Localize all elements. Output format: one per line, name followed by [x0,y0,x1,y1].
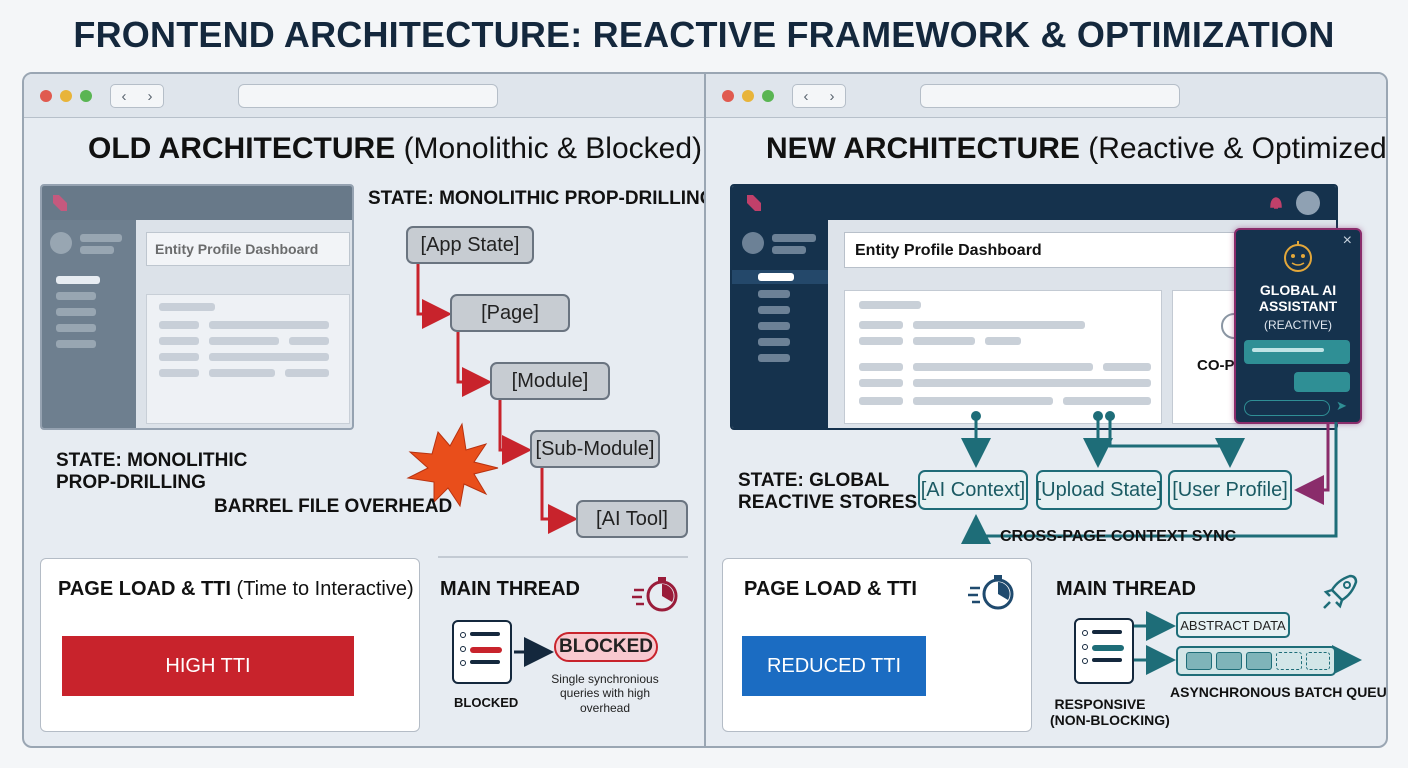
maximize-dot-icon[interactable] [762,90,774,102]
user-profile-store: [User Profile] [1168,470,1292,510]
sub-module-box: [Sub-Module] [530,430,660,468]
mock-topbar [42,186,352,220]
app-state-box: [App State] [406,226,534,264]
batch-queue-label: ASYNCHRONOUS BATCH QUEUE [1170,684,1388,700]
back-arrow-icon[interactable]: ‹ [803,87,809,105]
close-dot-icon[interactable] [722,90,734,102]
blocked-label: BLOCKED [454,695,519,710]
url-bar[interactable] [920,84,1180,108]
mock-topbar [732,186,1336,220]
old-pageload-title-bold: PAGE LOAD & TTI [58,578,231,600]
stopwatch-icon [968,575,1014,610]
old-pageload-title: PAGE LOAD & TTI (Time to Interactive) [58,578,414,601]
ai-tool-box: [AI Tool] [576,500,688,538]
chat-input[interactable] [1244,400,1330,416]
thread-list-icon [1074,618,1134,684]
batch-queue [1176,646,1336,676]
new-heading-rest: (Reactive & Optimized) [1088,132,1388,165]
upload-state-store: [Upload State] [1036,470,1162,510]
nav-buttons: ‹ › [792,84,846,108]
new-architecture-window: ‹ › NEW ARCHITECTURE (Reactive & Optimiz… [704,72,1388,748]
old-state-title: STATE: MONOLITHIC PROP-DRILLING [368,188,706,209]
ai-context-store: [AI Context] [918,470,1028,510]
high-tti-bar: HIGH TTI [62,636,354,696]
old-heading-rest: (Monolithic & Blocked) [403,132,703,165]
new-state-label: STATE: GLOBAL REACTIVE STORES [738,470,918,513]
mock-content-card [844,290,1162,424]
chat-bubble-user [1294,372,1350,392]
old-main-thread-title: MAIN THREAD [440,578,580,600]
main-title: FRONTEND ARCHITECTURE: REACTIVE FRAMEWOR… [73,14,1335,55]
old-heading: OLD ARCHITECTURE (Monolithic & Blocked) [88,132,702,166]
forward-arrow-icon[interactable]: › [147,87,153,105]
old-state-label: STATE: MONOLITHIC PROP-DRILLING [56,450,248,493]
chat-bubble-bot [1244,340,1350,364]
assistant-subtitle: (REACTIVE) [1263,318,1332,332]
logo-icon [53,195,67,211]
minimize-dot-icon[interactable] [742,90,754,102]
nav-buttons: ‹ › [110,84,164,108]
new-heading-bold: NEW ARCHITECTURE [766,132,1080,165]
assistant-title: GLOBAL AI ASSISTANT [1258,282,1338,315]
logo-icon [747,195,761,211]
close-icon[interactable]: × [1342,232,1352,249]
blocked-description: Single synchronious queries with high ov… [551,672,659,715]
maximize-dot-icon[interactable] [80,90,92,102]
new-main-thread-title: MAIN THREAD [1056,578,1196,600]
global-ai-assistant-panel[interactable]: × GLOBAL AI ASSISTANT (REACTIVE) ➤ [1234,228,1362,424]
old-dashboard-mock: Entity Profile Dashboard [40,184,354,430]
browser-chrome: ‹ › [706,74,1386,118]
minimize-dot-icon[interactable] [60,90,72,102]
page-box: [Page] [450,294,570,332]
mock-sidebar [42,220,136,428]
forward-arrow-icon[interactable]: › [829,87,835,105]
barrel-file-label: BARREL FILE OVERHEAD [214,496,453,517]
copilot-label: CO-PI [1197,357,1239,374]
avatar[interactable] [1296,191,1320,215]
thread-list-icon [452,620,512,684]
responsive-label: RESPONSIVE (NON-BLOCKING) [1050,696,1170,729]
old-pageload-title-rest: (Time to Interactive) [236,578,414,600]
stopwatch-icon [632,577,678,612]
back-arrow-icon[interactable]: ‹ [121,87,127,105]
reduced-tti-bar: REDUCED TTI [742,636,926,696]
close-dot-icon[interactable] [40,90,52,102]
mock-sidebar [732,220,828,428]
old-architecture-window: ‹ › OLD ARCHITECTURE (Monolithic & Block… [22,72,706,748]
old-heading-bold: OLD ARCHITECTURE [88,132,396,165]
abstract-data-box: ABSTRACT DATA [1176,612,1290,638]
burst-icon [406,422,499,508]
rocket-icon [1323,574,1358,609]
bell-icon[interactable] [1268,195,1284,211]
module-box: [Module] [490,362,610,400]
mock-title-bar: Entity Profile Dashboard [844,232,1244,268]
mock-content-card [146,294,350,424]
robot-icon [1284,241,1312,272]
new-heading: NEW ARCHITECTURE (Reactive & Optimized) [766,132,1388,166]
url-bar[interactable] [238,84,498,108]
blocked-pill: BLOCKED [554,632,658,662]
send-icon[interactable]: ➤ [1336,398,1347,413]
divider [438,556,688,558]
mock-title-bar: Entity Profile Dashboard [146,232,350,266]
cross-page-sync-label: CROSS-PAGE CONTEXT SYNC [1000,528,1237,545]
new-pageload-title: PAGE LOAD & TTI [744,578,917,600]
browser-chrome: ‹ › [24,74,704,118]
